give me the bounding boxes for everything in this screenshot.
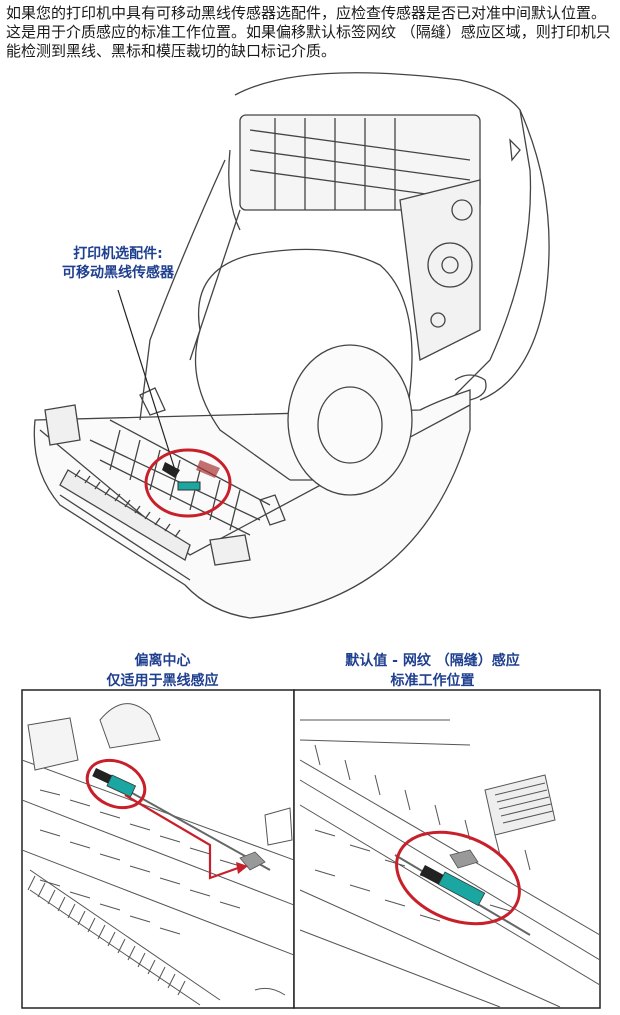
- callout-line-1: 打印机选配件:: [73, 246, 163, 262]
- left-panel-caption: 偏离中心 仅适用于黑线感应: [70, 651, 255, 691]
- right-caption-line-2: 标准工作位置: [390, 673, 475, 689]
- intro-paragraph: 如果您的打印机中具有可移动黑线传感器选配件，应检查传感器是否已对准中间默认位置。…: [6, 4, 611, 60]
- right-detail-panel: [293, 689, 601, 1009]
- printer-illustration: [33, 72, 550, 619]
- left-detail-panel: [21, 689, 295, 1009]
- sensor-callout: 打印机选配件: 可移动黑线传感器: [48, 245, 188, 283]
- callout-line-2: 可移动黑线传感器: [62, 265, 174, 281]
- left-caption-line-1: 偏离中心: [134, 653, 191, 669]
- right-caption-line-1: 默认值 - 网纹 （隔缝）感应: [345, 653, 520, 669]
- right-panel-caption: 默认值 - 网纹 （隔缝）感应 标准工作位置: [305, 651, 560, 691]
- left-caption-line-2: 仅适用于黑线感应: [106, 673, 219, 689]
